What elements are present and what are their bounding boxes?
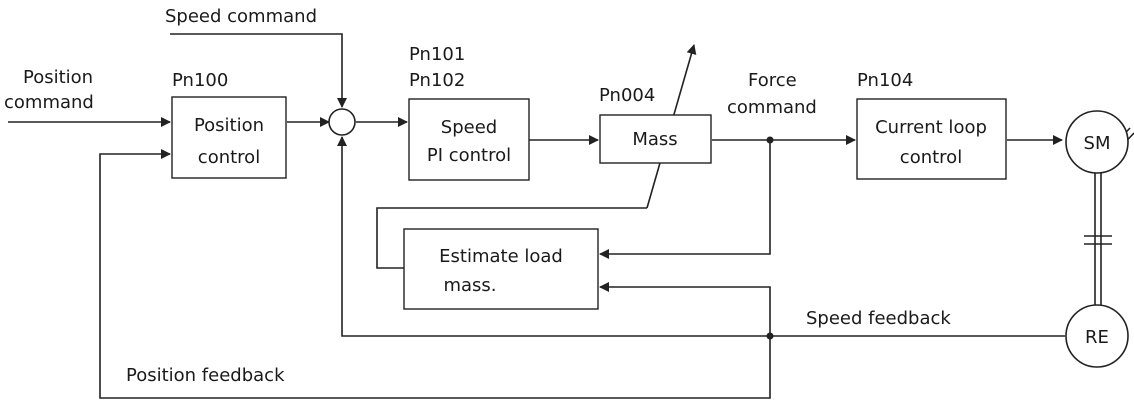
current-loop-text-1: Current loop (875, 117, 987, 138)
estimate-text-2: mass. (443, 275, 496, 296)
sm-label: SM (1084, 133, 1111, 154)
estimate-to-mass-line (376, 207, 647, 269)
speed-pi-text-2: PI control (427, 145, 511, 166)
re-label: RE (1085, 327, 1109, 348)
speed-feedback-line (337, 136, 1065, 337)
speed-command-line (170, 33, 347, 108)
re-encoder (1065, 304, 1129, 368)
pn100-label: Pn100 (172, 70, 228, 91)
force-branch-line (599, 140, 771, 259)
position-command-label-1: Position (23, 67, 93, 88)
current-loop-block (856, 98, 1007, 180)
force-command-label-1: Force (748, 70, 797, 91)
position-feedback-line (99, 149, 771, 399)
position-feedback-label: Position feedback (126, 365, 285, 386)
pn104-label: Pn104 (857, 70, 913, 91)
mass-text: Mass (632, 129, 677, 150)
summing-junction (328, 108, 356, 136)
speed-pi-text-1: Speed (441, 117, 497, 138)
pn102-label: Pn102 (409, 70, 465, 91)
speed-pi-block (408, 98, 530, 181)
pn004-label: Pn004 (599, 85, 655, 106)
pn101-label: Pn101 (409, 44, 465, 65)
force-command-label-2: command (727, 97, 817, 118)
speed-feedback-branch (599, 282, 771, 336)
force-branch-dot (766, 136, 774, 144)
estimate-text-1: Estimate load (439, 246, 563, 267)
position-control-block (171, 96, 287, 179)
mass-block (599, 114, 712, 164)
speed-feedback-label: Speed feedback (806, 308, 951, 329)
current-loop-text-2: control (900, 147, 962, 168)
position-control-text-2: control (198, 147, 260, 168)
estimate-load-block (403, 228, 599, 310)
speed-command-label: Speed command (165, 6, 317, 27)
sm-motor (1065, 110, 1129, 174)
position-command-label-2: command (4, 92, 94, 113)
position-control-text-1: Position (194, 115, 264, 136)
